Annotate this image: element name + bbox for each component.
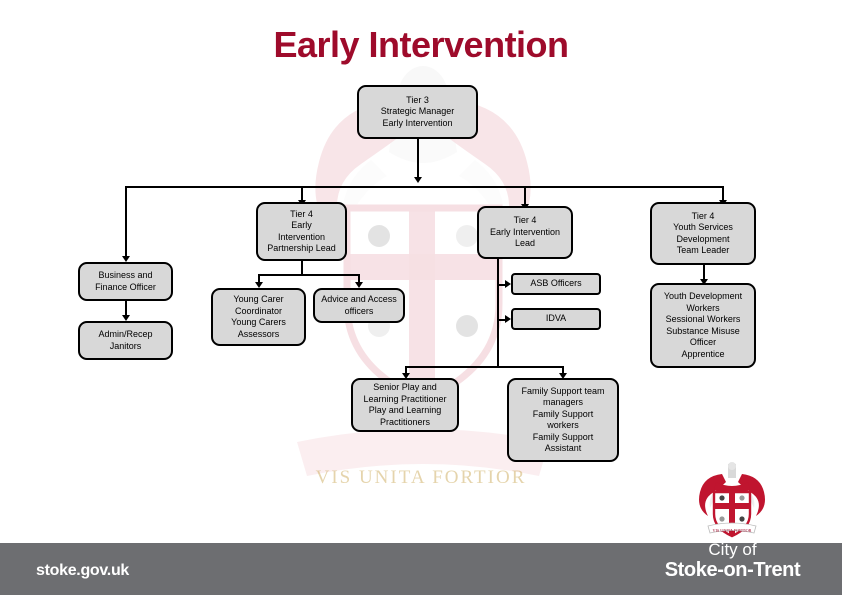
node-line: managers — [542, 397, 584, 407]
node-line: Play and Learning — [368, 405, 442, 415]
node-line: Coordinator — [234, 305, 283, 316]
node-line: Development — [676, 233, 730, 244]
connector-to-young-carer — [258, 274, 260, 284]
node-line: officers — [344, 305, 374, 316]
node-line: Partnership Lead — [267, 243, 336, 253]
node-line: Assistant — [544, 443, 582, 453]
node-line: IDVA — [545, 313, 567, 324]
connector-business-to-admin — [125, 301, 127, 317]
connector-to-advice-access — [358, 274, 360, 284]
connector-idva-arrow — [505, 315, 511, 323]
node-senior-play-and-learning-practitioner[interactable]: Senior Play and Learning Practitioner Pl… — [351, 378, 459, 432]
logo-city-of-label: City of — [708, 540, 757, 559]
connector-admin-arrow — [122, 315, 130, 321]
node-line: Janitors — [109, 340, 142, 351]
node-line: Admin/Recep — [98, 329, 153, 339]
footer-website-url: stoke.gov.uk — [36, 562, 130, 579]
connector-spine-to-asb — [497, 284, 507, 286]
node-line: ASB Officers — [530, 278, 582, 289]
svg-text:VIS UNITA FORTIOR: VIS UNITA FORTIOR — [713, 528, 752, 533]
connector-tier3-stem — [417, 139, 419, 179]
node-line: Tier 4 — [290, 208, 313, 219]
connector-business-arrow — [122, 256, 130, 262]
connector-main-bus — [125, 186, 723, 188]
node-line: Family Support team — [521, 385, 605, 396]
node-tier4-partnership-lead[interactable]: Tier 4 Early Intervention Partnership Le… — [256, 202, 347, 261]
connector-bus-to-youth — [722, 186, 724, 202]
connector-youth-workers-arrow — [700, 279, 708, 285]
node-asb-officers[interactable]: ASB Officers — [511, 273, 601, 295]
node-line: Young Carers — [231, 317, 286, 327]
node-line: Early Intervention — [382, 117, 453, 128]
node-line: Team Leader — [676, 245, 730, 255]
node-tier4-early-intervention-lead[interactable]: Tier 4 Early Intervention Lead — [477, 206, 573, 259]
node-tier3-strategic-manager[interactable]: Tier 3 Strategic Manager Early Intervent… — [357, 85, 478, 139]
node-tier4-youth-services-team-leader[interactable]: Tier 4 Youth Services Development Team L… — [650, 202, 756, 265]
node-business-and-finance-officer[interactable]: Business and Finance Officer — [78, 262, 173, 301]
stoke-on-trent-logo: VIS UNITA FORTIOR City of Stoke-on-Trent — [655, 462, 810, 587]
node-line: Intervention — [277, 231, 326, 242]
node-family-support-team[interactable]: Family Support team managers Family Supp… — [507, 378, 619, 462]
page-title: Early Intervention — [273, 24, 569, 65]
footer-bar — [0, 543, 842, 595]
connector-partnership-bus — [258, 274, 360, 276]
node-line: Tier 4 — [691, 210, 715, 221]
node-line: Family Support — [532, 408, 594, 419]
connector-advice-access-arrow — [355, 282, 363, 288]
connector-ei-lead-spine — [497, 259, 499, 367]
node-line: Advice and Access — [321, 294, 397, 304]
node-line: Assessors — [237, 328, 280, 339]
connector-youth-to-workers — [703, 265, 705, 281]
node-idva[interactable]: IDVA — [511, 308, 601, 330]
connector-partnership-stem — [301, 261, 303, 275]
connector-bottom-bus — [405, 366, 563, 368]
node-line: Practitioners — [379, 416, 431, 427]
node-line: Substance Misuse — [666, 325, 740, 336]
node-admin-recep-janitors[interactable]: Admin/Recep Janitors — [78, 321, 173, 360]
node-young-carer-coordinator[interactable]: Young Carer Coordinator Young Carers Ass… — [211, 288, 306, 346]
node-line: Early Intervention — [489, 226, 561, 237]
node-line: Youth Services — [673, 222, 733, 232]
node-line: workers — [547, 420, 579, 430]
node-line: Finance Officer — [95, 281, 156, 292]
connector-spine-to-idva — [497, 319, 507, 321]
node-line: Young Carer — [233, 294, 284, 304]
connector-to-family-support — [562, 366, 564, 375]
node-line: Family Support — [532, 431, 594, 442]
node-line: Early — [291, 220, 312, 230]
node-line: Sessional Workers — [665, 314, 741, 324]
coat-of-arms-icon: VIS UNITA FORTIOR — [699, 462, 765, 538]
logo-stoke-on-trent-label: Stoke-on-Trent — [664, 559, 801, 581]
node-line: Learning Practitioner — [363, 393, 447, 404]
node-line: Business and — [98, 270, 153, 280]
node-line: Lead — [514, 238, 536, 249]
node-youth-development-workers[interactable]: Youth Development Workers Sessional Work… — [650, 283, 756, 368]
node-line: Officer — [689, 337, 717, 347]
node-advice-and-access-officers[interactable]: Advice and Access officers — [313, 288, 405, 323]
connector-bus-left-leg — [125, 186, 127, 258]
watermark-motto: VIS UNITA FORTIOR — [315, 467, 527, 488]
connector-bus-to-partnership — [301, 186, 303, 202]
node-line: Strategic Manager — [380, 106, 455, 117]
connector-family-support-arrow — [559, 373, 567, 379]
connector-bus-to-ei-lead — [524, 186, 526, 206]
connector-to-play-learning — [405, 366, 407, 375]
node-line: Tier 4 — [513, 215, 537, 226]
connector-tier3-arrow — [414, 177, 422, 183]
connector-play-learning-arrow — [402, 373, 410, 379]
node-line: Youth Development — [663, 291, 743, 301]
node-line: Tier 3 — [406, 94, 429, 105]
node-line: Senior Play and — [373, 382, 437, 392]
connector-asb-arrow — [505, 280, 511, 288]
connector-young-carer-arrow — [255, 282, 263, 288]
node-line: Apprentice — [681, 348, 725, 359]
node-line: Workers — [686, 302, 720, 313]
